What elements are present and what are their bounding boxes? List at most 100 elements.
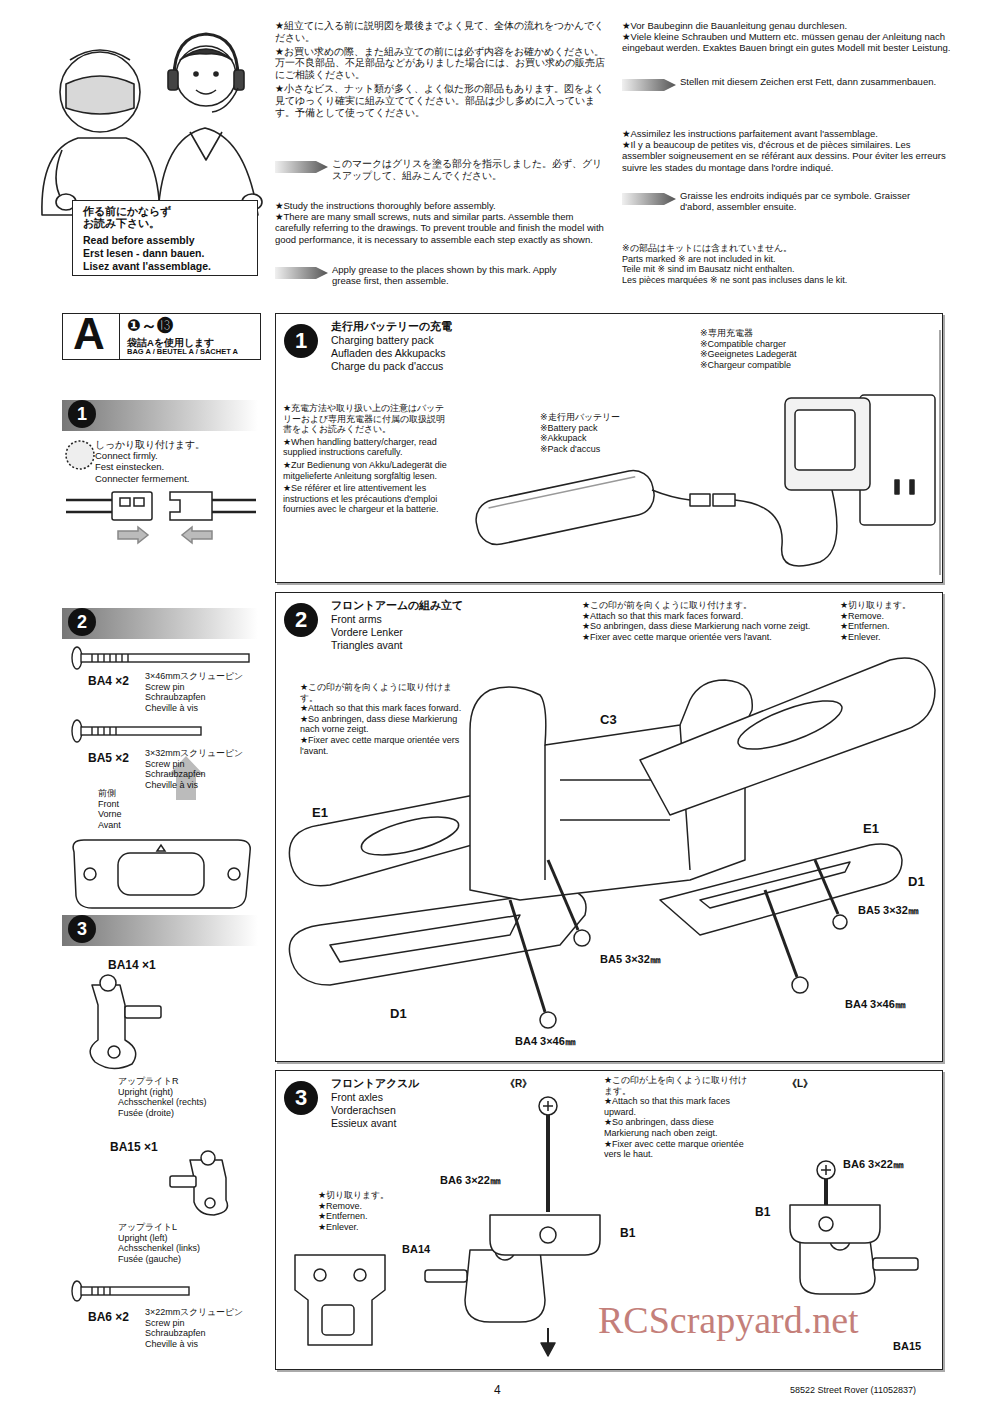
part-label: BA15 xyxy=(893,1340,943,1353)
note-text: ※の部品はキットには含まれていません。 xyxy=(622,243,952,254)
screw-pins-shape xyxy=(81,727,201,735)
upright-parts-shape xyxy=(190,1160,228,1215)
note-text: 前側 xyxy=(98,788,158,799)
note-text: ※Battery pack xyxy=(540,423,660,434)
title-text: フロントアクスル xyxy=(331,1077,631,1090)
step-bar: 2 xyxy=(62,608,258,639)
screw-pins-shape xyxy=(81,654,249,662)
upright-parts-shape xyxy=(170,1176,196,1187)
part-label: BA6 ×2 xyxy=(88,1310,143,1324)
cartoon-figures-shape xyxy=(66,76,134,114)
grease-mark xyxy=(275,79,676,279)
cartoon-figures-shape xyxy=(56,150,62,200)
battery-charger-shape xyxy=(785,398,870,490)
note-text: ★Entfernen. xyxy=(318,1211,408,1222)
note-text: Schraubzapfen xyxy=(145,1328,265,1339)
front-arm-assembly-shape xyxy=(700,862,850,908)
front-axle-assembly-shape xyxy=(539,1097,557,1115)
front-axle-assembly xyxy=(295,1097,918,1356)
note-text: Parts marked ※ are not included in kit. xyxy=(622,254,952,265)
front-axle-assembly-shape xyxy=(354,1269,366,1281)
screw-pins-shape xyxy=(92,727,116,735)
battery-charger-shape-shape xyxy=(472,467,657,548)
part-label: BA15 ×1 xyxy=(110,1140,170,1154)
note-text: ★充電方法や取り扱い上の注意はバッテリーおよび専用充電器に付属の取扱説明書をよく… xyxy=(283,403,453,435)
connector-illustration-shape xyxy=(182,527,212,543)
note-text: ★切り取ります。 xyxy=(318,1190,408,1201)
step-panel: 2フロントアームの組み立てFront armsVordere LenkerTri… xyxy=(275,592,943,1062)
note-text: ★この印が上を向くように取り付けます。 xyxy=(604,1075,754,1096)
note-text: Les pièces marquées ※ ne sont pas inclus… xyxy=(622,275,952,286)
part-label: D1 xyxy=(908,874,938,889)
front-arm-icon-shape xyxy=(157,845,165,851)
cartoon-figures-shape xyxy=(212,88,238,112)
upright-parts-shape xyxy=(90,985,136,1069)
connector-illustration-shape xyxy=(66,441,94,469)
step-number: 1 xyxy=(68,400,96,428)
note-text: ★So anbringen, dass diese Markierung nac… xyxy=(582,621,832,632)
note-text: このマークはグリスを塗る部分を指示しました。必ず、グリスアップして、組みこんでく… xyxy=(332,158,602,182)
front-axle-assembly-shape xyxy=(873,1258,918,1270)
part-label: E1 xyxy=(312,805,342,820)
note-text: ★お買い求めの際、また組み立ての前には必ず内容をお確かめください。万一不良部品、… xyxy=(275,46,605,81)
connector-illustration-shape xyxy=(120,498,130,506)
screw-pins-shape xyxy=(92,654,128,662)
cartoon-figures-shape xyxy=(194,72,198,76)
front-arm-assembly-shape xyxy=(330,915,520,962)
title-text: Aufladen des Akkupacks xyxy=(331,347,631,359)
upright-parts-shape xyxy=(205,1198,215,1208)
note-text: Fest einstecken. xyxy=(95,461,260,472)
note-text: ★Attach so that this mark faces forward. xyxy=(300,703,465,714)
front-axle-assembly-shape xyxy=(817,1161,835,1179)
part-label: BA6 3×22㎜ xyxy=(440,1174,535,1187)
front-arm-assembly-shape xyxy=(833,915,847,929)
note-text: ★There are many small screws, nuts and s… xyxy=(275,211,605,245)
front-axle-assembly-shape xyxy=(541,1343,555,1356)
note-text: ※Geeignetes Ladegerät xyxy=(700,349,830,360)
note-text: Schraubzapfen xyxy=(145,769,265,780)
front-axle-assembly-shape xyxy=(819,1217,833,1231)
connector-illustration-shape xyxy=(170,492,212,520)
cartoon-figures-shape xyxy=(174,34,238,78)
front-arm-assembly-shape xyxy=(358,809,462,862)
note-text: ※Akkupack xyxy=(540,433,660,444)
front-axle-assembly-shape xyxy=(824,1179,828,1205)
note-text: Avant xyxy=(98,820,158,831)
note-text: しっかり取り付けます。 xyxy=(95,439,260,450)
note-text: ★So anbringen, dass diese Markierung nac… xyxy=(604,1117,754,1138)
note-text: ★Assimilez les instructions parfaitement… xyxy=(622,128,952,139)
note-text: Schraubzapfen xyxy=(145,692,265,703)
screw-pins-shape xyxy=(81,1287,189,1295)
cartoon-figures-shape xyxy=(190,132,222,160)
part-label: BA4 3×46㎜ xyxy=(845,998,935,1011)
step-bar: 3 xyxy=(62,915,258,946)
front-axle-assembly-shape xyxy=(425,1270,467,1282)
note-text: Screw pin xyxy=(145,1318,265,1329)
grease-mark-shape xyxy=(622,79,676,91)
front-arm-assembly-shape xyxy=(510,900,545,1012)
cartoon-figures-shape xyxy=(180,49,232,60)
title-text: Read before assembly xyxy=(83,234,248,246)
front-axle-assembly-shape xyxy=(546,1115,550,1212)
connector-illustration xyxy=(66,441,256,543)
front-arm-icon-shape xyxy=(118,853,204,895)
step-number: 3 xyxy=(68,915,96,943)
connector-illustration-shape xyxy=(112,492,152,520)
note-text: ※専用充電器 xyxy=(700,328,830,339)
front-arm-icon-shape xyxy=(73,840,250,908)
watermark: RCScrapyard.net xyxy=(598,1298,859,1344)
front-axle-assembly-shape xyxy=(540,1227,556,1243)
connector-illustration-shape xyxy=(212,500,256,512)
cartoon-figures-shape xyxy=(234,70,244,90)
front-arm-assembly-shape xyxy=(792,977,808,993)
note-text: ★Zur Bedienung von Akku/Ladegerät die mi… xyxy=(283,460,453,481)
note-text: Screw pin xyxy=(145,759,265,770)
step-number: 1 xyxy=(284,324,318,358)
note-text: ★切り取ります。 xyxy=(840,600,930,611)
title-text: Erst lesen - dann bauen. xyxy=(83,247,248,259)
battery-charger-shape xyxy=(652,490,690,500)
battery-charger-shape xyxy=(735,490,837,566)
step-number: 2 xyxy=(68,608,96,636)
upright-parts-shape xyxy=(201,1151,215,1165)
